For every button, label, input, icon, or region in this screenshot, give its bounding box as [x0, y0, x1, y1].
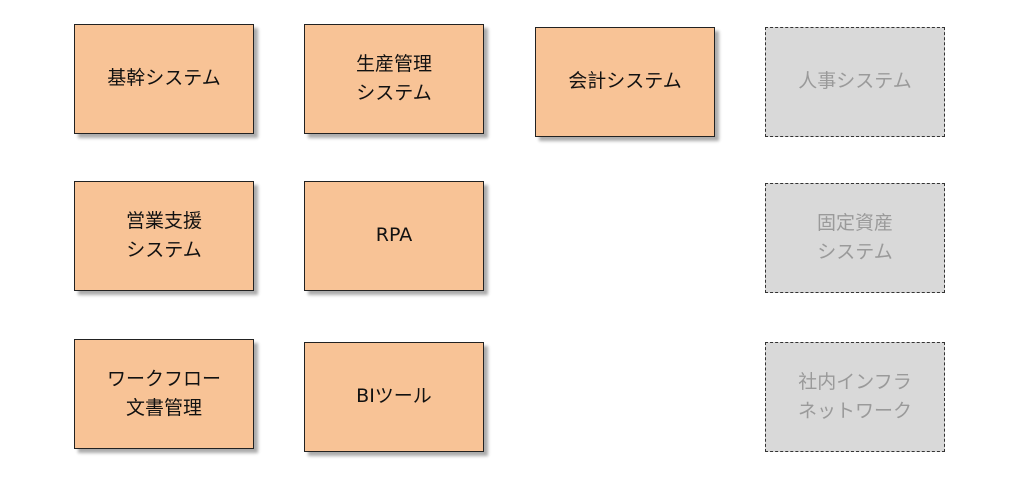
accounting-system-label: 会計システム	[568, 70, 682, 93]
workflow-docs-label: ワークフロー 文書管理	[106, 367, 221, 419]
internal-infra-box: 社内インフラ ネットワーク	[765, 342, 945, 452]
sales-support-label: 営業支援 システム	[125, 209, 202, 261]
hr-system-box: 人事システム	[765, 27, 945, 137]
production-management-label: 生産管理 システム	[355, 52, 432, 104]
sales-support-box: 営業支援 システム	[74, 181, 254, 291]
bi-tool-label: BIツール	[356, 385, 432, 408]
hr-system-label: 人事システム	[798, 70, 912, 93]
internal-infra-label: 社内インフラ ネットワーク	[797, 370, 912, 422]
fixed-assets-box: 固定資産 システム	[765, 183, 945, 293]
rpa-box: RPA	[304, 181, 484, 291]
fixed-assets-label: 固定資産 システム	[816, 211, 893, 263]
bi-tool-box: BIツール	[304, 342, 484, 452]
workflow-docs-box: ワークフロー 文書管理	[74, 339, 254, 449]
rpa-label: RPA	[375, 224, 413, 247]
core-system-box: 基幹システム	[74, 24, 254, 134]
production-management-box: 生産管理 システム	[304, 24, 484, 134]
accounting-system-box: 会計システム	[535, 27, 715, 137]
core-system-label: 基幹システム	[107, 67, 221, 90]
